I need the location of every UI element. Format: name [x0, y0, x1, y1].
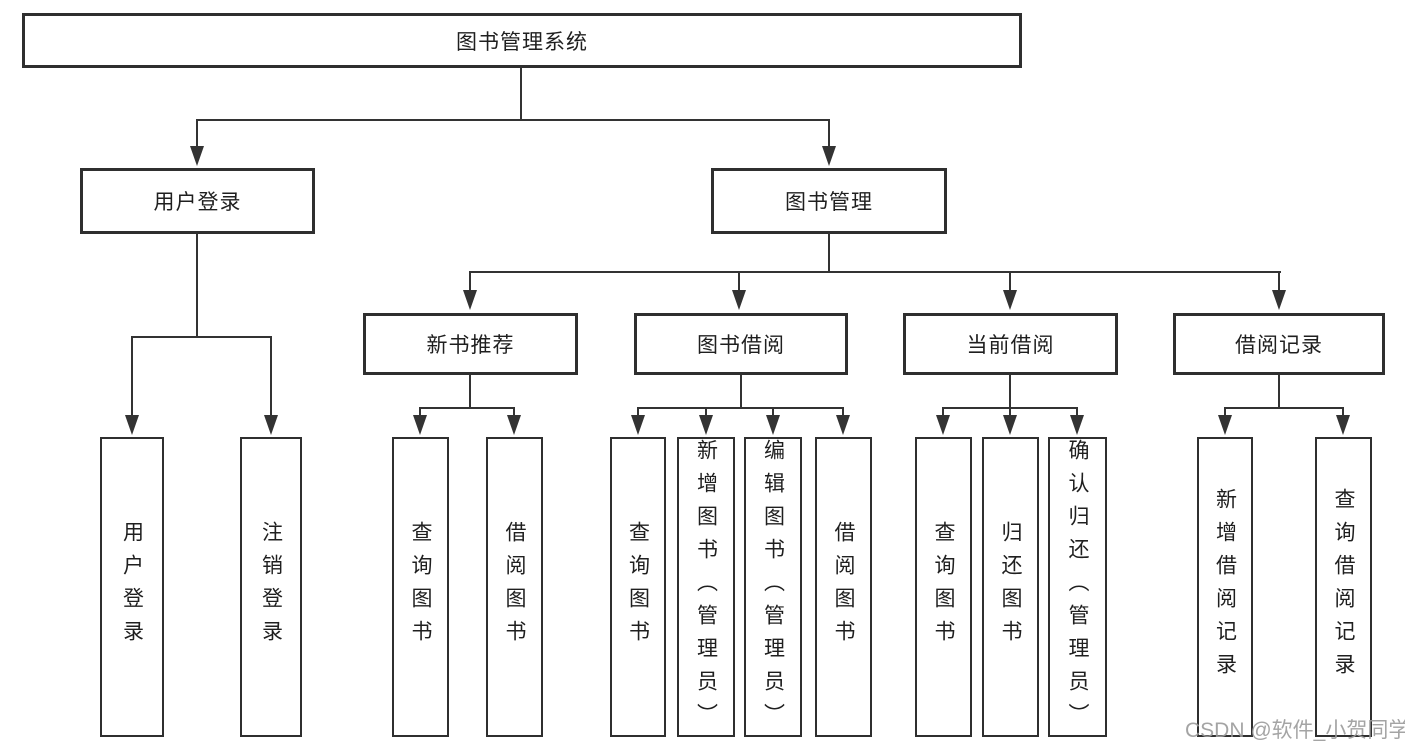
node-logout-action: 注销登录: [240, 437, 302, 737]
node-borrow-records: 借阅记录: [1173, 313, 1385, 375]
connector-arrow: [936, 415, 950, 435]
connector-line: [1009, 375, 1011, 408]
connector-line: [131, 336, 133, 418]
connector-line: [1278, 375, 1280, 408]
connector-line: [1224, 407, 1226, 418]
connector-line: [419, 407, 515, 409]
connector-arrow: [125, 415, 139, 435]
connector-line: [740, 375, 742, 408]
connector-line: [738, 271, 740, 293]
connector-line: [637, 407, 639, 418]
connector-line: [1342, 407, 1344, 418]
csdn-watermark: CSDN @软件_小贺同学: [1185, 719, 1405, 742]
connector-arrow: [1003, 290, 1017, 310]
connector-arrow: [264, 415, 278, 435]
connector-arrow: [822, 146, 836, 166]
connector-arrow: [732, 290, 746, 310]
node-borrow-query-books: 查询图书: [610, 437, 666, 737]
connector-line: [270, 336, 272, 418]
node-records-add-borrow-record: 新增借阅记录: [1197, 437, 1253, 737]
connector-line: [419, 407, 421, 418]
node-current-borrow: 当前借阅: [903, 313, 1118, 375]
connector-line: [1224, 407, 1344, 409]
node-current-query-books: 查询图书: [915, 437, 972, 737]
connector-arrow: [413, 415, 427, 435]
connector-line: [520, 68, 522, 120]
node-borrow-add-books-admin: 新增图书（管理员）: [677, 437, 735, 737]
node-recommend-query-books: 查询图书: [392, 437, 449, 737]
connector-line: [637, 407, 844, 409]
connector-arrow: [1070, 415, 1084, 435]
connector-arrow: [463, 290, 477, 310]
connector-arrow: [631, 415, 645, 435]
connector-line: [828, 233, 830, 272]
node-user-login-action: 用户登录: [100, 437, 164, 737]
node-borrow-borrow-books: 借阅图书: [815, 437, 872, 737]
connector-line: [1076, 407, 1078, 418]
connector-arrow: [1003, 415, 1017, 435]
node-user-login: 用户登录: [80, 168, 315, 234]
connector-line: [1009, 407, 1011, 418]
connector-line: [513, 407, 515, 418]
connector-line: [196, 234, 198, 337]
connector-line: [705, 407, 707, 418]
connector-arrow: [766, 415, 780, 435]
connector-arrow: [190, 146, 204, 166]
node-new-book-recommend: 新书推荐: [363, 313, 578, 375]
connector-line: [469, 271, 1281, 273]
node-current-confirm-return-admin: 确认归还（管理员）: [1048, 437, 1107, 737]
node-book-borrow: 图书借阅: [634, 313, 848, 375]
connector-line: [131, 336, 272, 338]
connector-line: [1278, 271, 1280, 293]
connector-line: [469, 375, 471, 408]
connector-line: [1009, 271, 1011, 293]
connector-line: [842, 407, 844, 418]
connector-line: [469, 271, 471, 293]
connector-line: [196, 119, 198, 148]
connector-line: [772, 407, 774, 418]
node-book-management-system: 图书管理系统: [22, 13, 1022, 68]
connector-arrow: [507, 415, 521, 435]
connector-arrow: [1272, 290, 1286, 310]
node-recommend-borrow-books: 借阅图书: [486, 437, 543, 737]
node-borrow-edit-books-admin: 编辑图书（管理员）: [744, 437, 802, 737]
connector-arrow: [1218, 415, 1232, 435]
connector-line: [942, 407, 944, 418]
node-records-query-borrow-record: 查询借阅记录: [1315, 437, 1372, 737]
connector-arrow: [699, 415, 713, 435]
node-current-return-books: 归还图书: [982, 437, 1039, 737]
node-book-management: 图书管理: [711, 168, 947, 234]
connector-line: [828, 119, 830, 148]
connector-arrow: [836, 415, 850, 435]
connector-arrow: [1336, 415, 1350, 435]
connector-line: [196, 119, 830, 121]
